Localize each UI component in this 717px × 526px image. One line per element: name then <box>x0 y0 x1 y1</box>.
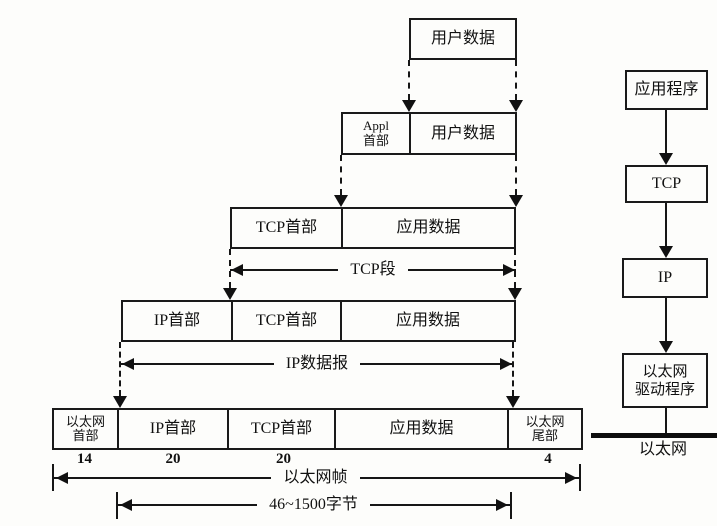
eth-trailer-line1: 以太网 <box>525 413 565 429</box>
dim-tick <box>579 464 581 491</box>
arrow-left-icon <box>56 472 68 484</box>
eth-tcp-header-cell: TCP首部 <box>227 410 334 448</box>
ip-tcp-header-label: TCP首部 <box>255 312 318 330</box>
arrow-down-icon <box>659 341 673 353</box>
eth-trailer-line2: 尾部 <box>531 428 558 443</box>
ip-header-cell: IP首部 <box>123 302 231 340</box>
dashed-connector <box>512 342 514 396</box>
arrow-down-icon <box>659 153 673 165</box>
tcp-header-cell: TCP首部 <box>232 209 341 247</box>
appl-header-line2: 首部 <box>362 132 389 148</box>
tcp-header-size: 20 <box>276 451 291 467</box>
arrow-down-icon <box>659 246 673 258</box>
eth-app-data-label: 应用数据 <box>389 420 454 438</box>
application-box: 应用程序 <box>625 70 708 110</box>
arrow-right-icon <box>496 499 508 511</box>
dim-tick <box>116 492 118 519</box>
ip-header-label: IP首部 <box>153 312 201 330</box>
eth-frame-dim-label: 以太网帧 <box>52 467 579 489</box>
dashed-connector <box>514 249 516 288</box>
arrow-left-icon <box>231 264 243 276</box>
tcp-box: TCP <box>625 165 708 203</box>
eth-trailer-size: 4 <box>544 451 552 467</box>
ethernet-bus-line <box>591 433 717 438</box>
eth-header-cell: 以太网 首部 <box>54 410 117 448</box>
arrow-down-icon <box>508 288 522 300</box>
user-data-label: 用户数据 <box>430 30 495 48</box>
ip-header-size: 20 <box>165 451 181 467</box>
arrow-left-icon <box>122 358 134 370</box>
eth-app-data-cell: 应用数据 <box>334 410 507 448</box>
stack-connector <box>665 203 667 246</box>
eth-ip-header-label: IP首部 <box>149 420 197 438</box>
arrow-down-icon <box>506 396 520 408</box>
appl-header-line1: Appl <box>363 118 389 134</box>
arrow-left-icon <box>120 499 132 511</box>
stack-connector <box>665 408 667 434</box>
tcp-header-label: TCP首部 <box>255 219 318 237</box>
appl-user-data-label: 用户数据 <box>430 124 495 142</box>
ethernet-frame-box: 以太网 首部 IP首部 TCP首部 应用数据 以太网 尾部 <box>52 408 583 450</box>
dashed-connector <box>119 342 121 396</box>
dim-tick <box>510 492 512 519</box>
stack-connector <box>665 110 667 153</box>
eth-trailer-cell: 以太网 尾部 <box>507 410 581 448</box>
ip-datagram-dim-label: IP数据报 <box>121 353 513 375</box>
user-data-cell: 用户数据 <box>411 20 515 58</box>
dashed-connector <box>229 249 231 288</box>
dashed-connector <box>408 60 410 100</box>
arrow-right-icon <box>500 358 512 370</box>
dashed-connector <box>340 155 342 195</box>
dashed-connector <box>515 155 517 195</box>
arrow-right-icon <box>565 472 577 484</box>
eth-header-size: 14 <box>77 451 92 467</box>
arrow-down-icon <box>223 288 237 300</box>
user-data-box: 用户数据 <box>409 18 517 60</box>
eth-header-line2: 首部 <box>72 428 99 443</box>
eth-header-line1: 以太网 <box>65 413 105 429</box>
ethernet-driver-line1: 以太网 <box>642 363 688 380</box>
ip-tcp-header-cell: TCP首部 <box>231 302 340 340</box>
arrow-down-icon <box>334 195 348 207</box>
ethernet-driver-line2: 驱动程序 <box>634 381 695 398</box>
ip-app-data-label: 应用数据 <box>395 312 460 330</box>
ip-label: IP <box>657 269 673 287</box>
tcp-label: TCP <box>651 175 682 193</box>
stack-connector <box>665 298 667 341</box>
tcp-app-data-label: 应用数据 <box>396 219 461 237</box>
arrow-down-icon <box>402 100 416 112</box>
appl-user-data-cell: 用户数据 <box>409 114 515 153</box>
ip-datagram-box: IP首部 TCP首部 应用数据 <box>121 300 516 342</box>
ethernet-bus-label: 以太网 <box>638 441 687 458</box>
eth-tcp-header-label: TCP首部 <box>250 420 313 438</box>
arrow-down-icon <box>509 100 523 112</box>
payload-dim-label: 46~1500字节 <box>117 494 510 516</box>
arrow-down-icon <box>509 195 523 207</box>
application-label: 应用程序 <box>634 81 699 99</box>
appl-row-box: Appl 首部 用户数据 <box>341 112 517 155</box>
eth-ip-header-cell: IP首部 <box>117 410 227 448</box>
dashed-connector <box>515 60 517 100</box>
tcp-segment-box: TCP首部 应用数据 <box>230 207 516 249</box>
ip-box: IP <box>622 258 708 298</box>
arrow-down-icon <box>113 396 127 408</box>
ethernet-driver-box: 以太网 驱动程序 <box>622 353 708 408</box>
tcp-segment-dim-label: TCP段 <box>230 259 516 281</box>
arrow-right-icon <box>503 264 515 276</box>
tcp-app-data-cell: 应用数据 <box>341 209 514 247</box>
dim-tick <box>52 464 54 491</box>
appl-header-cell: Appl 首部 <box>343 114 409 153</box>
ip-app-data-cell: 应用数据 <box>340 302 514 340</box>
